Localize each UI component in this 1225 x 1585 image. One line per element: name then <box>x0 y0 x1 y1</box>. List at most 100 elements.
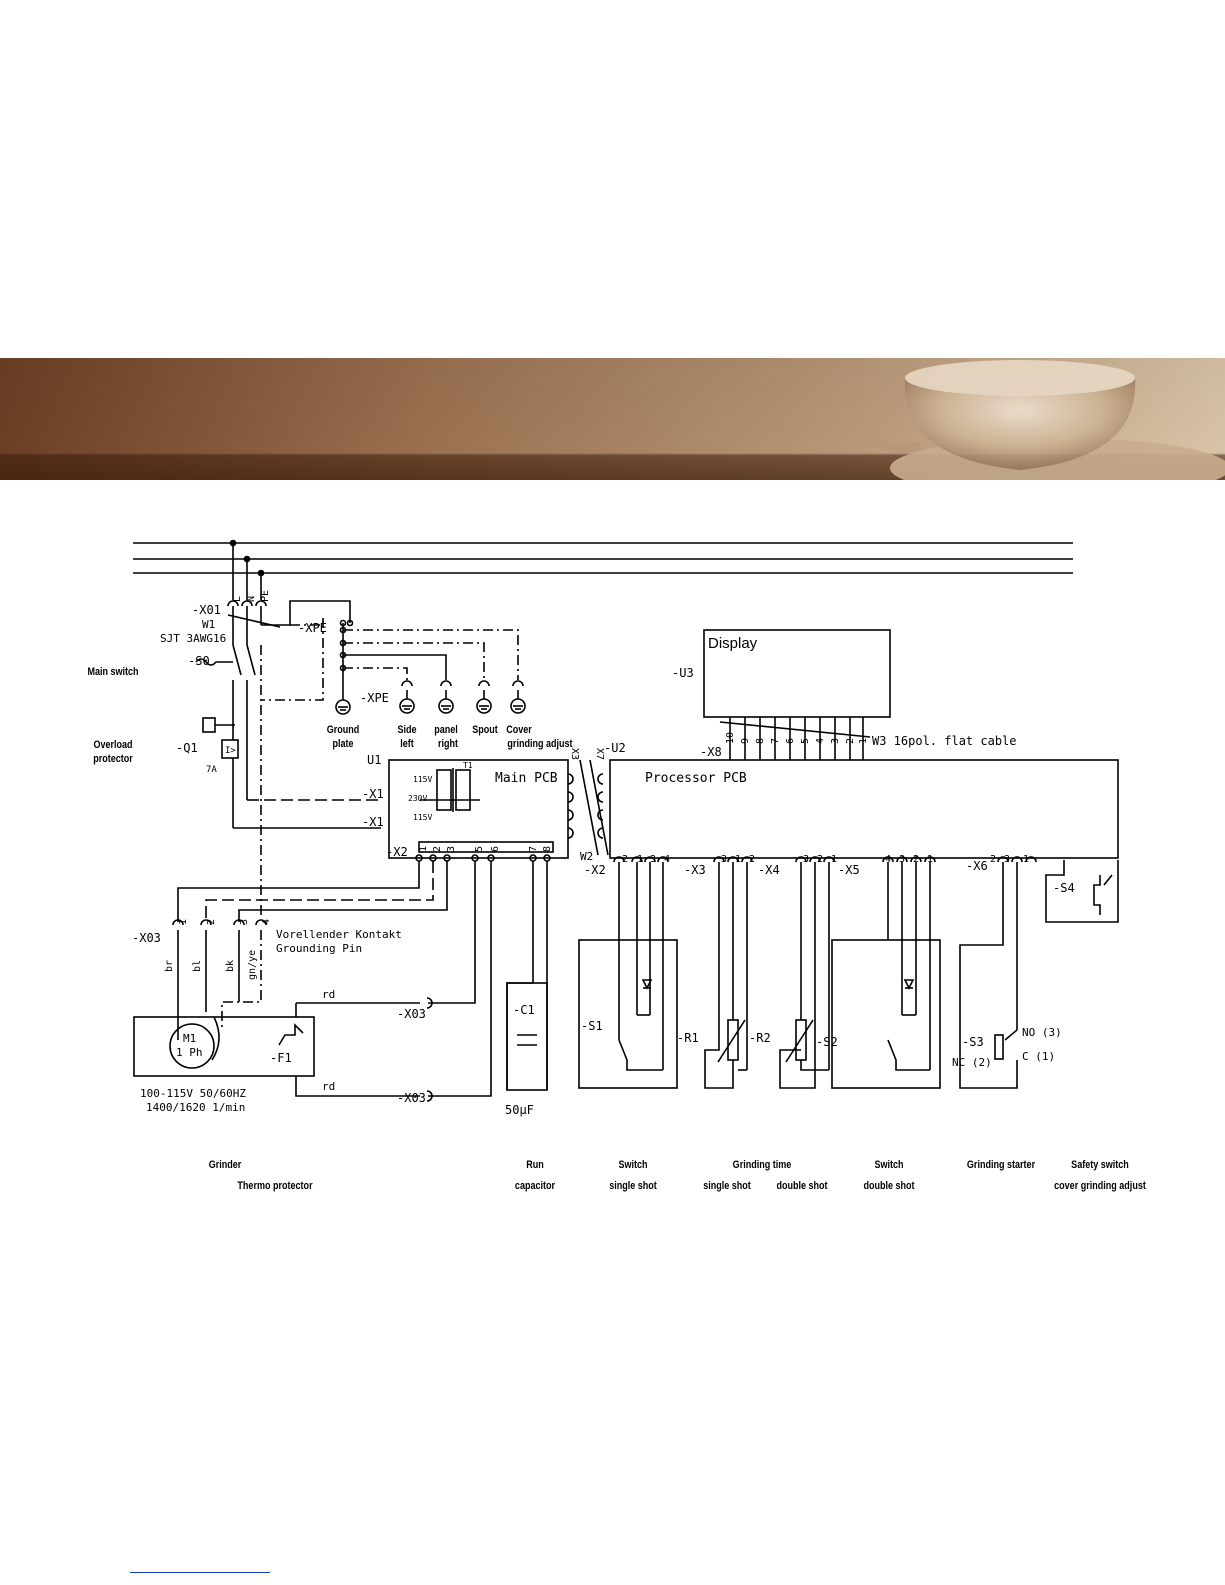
u1-label: U1 <box>367 753 381 767</box>
spout-label: Spout <box>472 724 498 736</box>
u2-label: -U2 <box>604 741 626 755</box>
r1-label: -R1 <box>677 1031 699 1045</box>
q1-label: -Q1 <box>176 741 198 755</box>
rd2-label: rd <box>322 1080 335 1093</box>
switch1-label-2: single shot <box>609 1180 657 1192</box>
pin-label-x03: 3 <box>239 919 250 925</box>
pin-label-x2: 7 <box>528 846 539 852</box>
x03c-label: -X03 <box>397 1091 426 1105</box>
grinding-time-label: Grinding time <box>732 1159 792 1171</box>
x3-label: -X3 <box>684 863 706 877</box>
pin-label-x2b: 3 <box>650 854 656 865</box>
ground-symbol <box>335 699 351 715</box>
pin-label-x2b: 4 <box>664 854 670 865</box>
display-label: Display <box>708 635 758 652</box>
panel-label-1: panel <box>434 724 458 736</box>
lead-bl-label: bl <box>192 960 203 972</box>
lead-gnye-label: gn/ye <box>247 950 258 980</box>
f1-label: -F1 <box>270 1051 292 1065</box>
side-label-1: Side <box>397 724 417 736</box>
x01-label: -X01 <box>192 603 221 617</box>
processor-pcb-box <box>609 759 1119 859</box>
s4-label: -S4 <box>1053 881 1075 895</box>
c1-label: -C1 <box>513 1003 535 1017</box>
pin-label-x5: 1 <box>927 854 933 865</box>
xpe2-label: -XPE <box>360 691 389 705</box>
pin-label-x5: 4 <box>885 854 891 865</box>
pin-label-x2: 1 <box>418 846 429 852</box>
display-box <box>703 629 891 718</box>
side-label-2: left <box>400 738 414 750</box>
pin-label-display: 4 <box>815 738 826 744</box>
w3-label: W3 16pol. flat cable <box>872 734 1017 748</box>
pin-label-x2: 6 <box>490 846 501 852</box>
cover-label-2: grinding adjust <box>507 738 573 750</box>
q1-rating-label: 7A <box>206 765 217 775</box>
lead-bk-label: bk <box>225 960 236 972</box>
voltage-115-b: 115V <box>413 813 432 822</box>
pin-label-display: 3 <box>830 738 841 744</box>
pin-label-display: 2 <box>845 738 856 744</box>
rd1-label: rd <box>322 988 335 1001</box>
grounding-pin-label: Grounding Pin <box>276 942 362 955</box>
grinder-label: Grinder <box>208 1159 242 1171</box>
pin-label-display: 10 <box>725 732 736 744</box>
footer-link-underline[interactable] <box>130 1572 270 1573</box>
pin-label-x2b: 2 <box>622 854 628 865</box>
pin-label-x4: 1 <box>831 854 837 865</box>
motor-spec-2: 1400/1620 1/min <box>146 1101 245 1114</box>
line-n-label: N <box>246 596 257 602</box>
pin-label-x6: 3 <box>1004 854 1010 865</box>
cover-label-1: Cover <box>506 724 532 736</box>
header-banner <box>0 358 1225 480</box>
pin-label-x5: 2 <box>913 854 919 865</box>
overload-label-1: Overload <box>93 739 133 751</box>
pin-label-x2: 3 <box>446 846 457 852</box>
ground-symbol <box>476 680 492 714</box>
overload-label-2: protector <box>93 753 133 765</box>
coffee-cup-image <box>863 360 1225 480</box>
cable-label: SJT 3AWG16 <box>160 632 226 645</box>
w2-label: W2 <box>580 850 593 863</box>
t1-label: T1 <box>463 761 473 770</box>
pin-label-x4: 3 <box>803 854 809 865</box>
main-pcb-label: Main PCB <box>495 771 558 786</box>
pin-label-x3: 1 <box>735 854 741 865</box>
r2-label: -R2 <box>749 1031 771 1045</box>
switch1-label-1: Switch <box>618 1159 648 1171</box>
s0-label: -S0 <box>188 654 210 668</box>
pin-label-x3: 3 <box>721 854 727 865</box>
svg-text:I>: I> <box>225 746 236 756</box>
pin-label-display: 9 <box>740 738 751 744</box>
voltage-230: 230V <box>408 794 427 803</box>
line-pe-label: PE <box>260 590 271 602</box>
x03b-label: -X03 <box>397 1007 426 1021</box>
pin-label-x5: 3 <box>899 854 905 865</box>
w1-label: W1 <box>202 618 215 631</box>
safety-label-1: Safety switch <box>1071 1159 1129 1171</box>
u3-label: -U3 <box>672 666 694 680</box>
pin-label-display: 1 <box>858 738 869 744</box>
main-switch-label: Main switch <box>87 666 139 678</box>
pin-label-display: 7 <box>770 738 781 744</box>
pin-label-x03: 1 <box>178 919 189 925</box>
panel-label-2: right <box>437 738 459 750</box>
pin-label-x3: 2 <box>749 854 755 865</box>
motor-m1 <box>169 1023 215 1069</box>
m1-phase-label: 1 Ph <box>176 1046 203 1059</box>
switch2-label-2: double shot <box>863 1180 915 1192</box>
no-label: NO (3) <box>1022 1026 1062 1039</box>
m1-label: M1 <box>183 1032 196 1045</box>
pin-label-x03: 4 <box>261 919 272 925</box>
x7-label: X7 <box>594 748 605 760</box>
x4-label: -X4 <box>758 863 780 877</box>
processor-pcb-label: Processor PCB <box>645 771 747 786</box>
ground-label-2: plate <box>332 738 354 750</box>
s3-label: -S3 <box>962 1035 984 1049</box>
x2b-label: -X2 <box>584 863 606 877</box>
x2-label: -X2 <box>386 845 408 859</box>
pin-label-x2: 5 <box>474 846 485 852</box>
switch2-label-1: Switch <box>874 1159 904 1171</box>
ground-symbol <box>438 680 454 714</box>
